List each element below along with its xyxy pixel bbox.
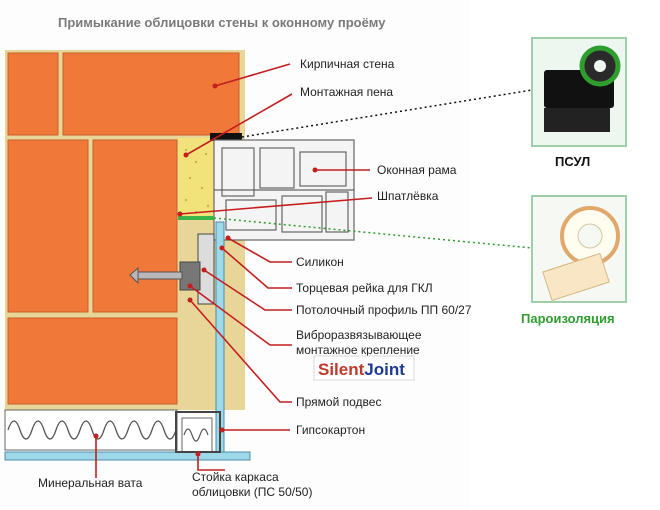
mounting-foam [178,138,216,220]
label-brick-wall: Кирпичная стена [300,57,395,71]
label-foam: Монтажная пена [300,85,393,99]
label-frame: Оконная рама [377,163,457,177]
brick-wall [5,50,245,410]
label-drywall: Гипсокартон [296,423,365,437]
psul-strip [210,133,242,141]
brand-part1: Silent [318,360,365,379]
label-vibro-line1: Виброразвязывающее [296,328,422,342]
vapor-connector [213,217,533,249]
leader-dots [93,83,318,457]
label-hanger: Прямой подвес [296,395,381,409]
leader-lines [95,63,373,478]
psul-connector [241,89,533,138]
vapor-product [531,195,627,303]
label-vibro-line2: монтажное крепление [296,343,420,357]
label-ceiling-profile: Потолочный профиль ПП 60/27 [296,303,472,317]
psul-label: ПСУЛ [555,154,590,169]
vapor-barrier-strip [178,216,214,220]
ceiling-profile [179,233,215,305]
label-stud-line1: Стойка каркаса [192,470,279,484]
vapor-label: Пароизоляция [521,311,615,326]
brand-part2: Joint [364,360,405,379]
foam-texture [184,148,210,214]
anchor-bolt [129,266,183,285]
window-frame [213,139,355,241]
mineral-wool [4,409,213,453]
label-silicone: Силикон [296,255,344,269]
label-stud-line2: облицовки (ПС 50/50) [192,485,312,499]
label-mineral-wool: Минеральная вата [38,476,143,490]
label-putty: Шпатлёвка [377,189,439,203]
diagram-title: Примыкание облицовки стены к оконному пр… [58,15,386,30]
psul-product [531,37,627,147]
label-end-rail: Торцевая рейка для ГКЛ [296,281,433,295]
brand-logo: SilentJoint [318,360,405,379]
brand-box [313,355,415,381]
